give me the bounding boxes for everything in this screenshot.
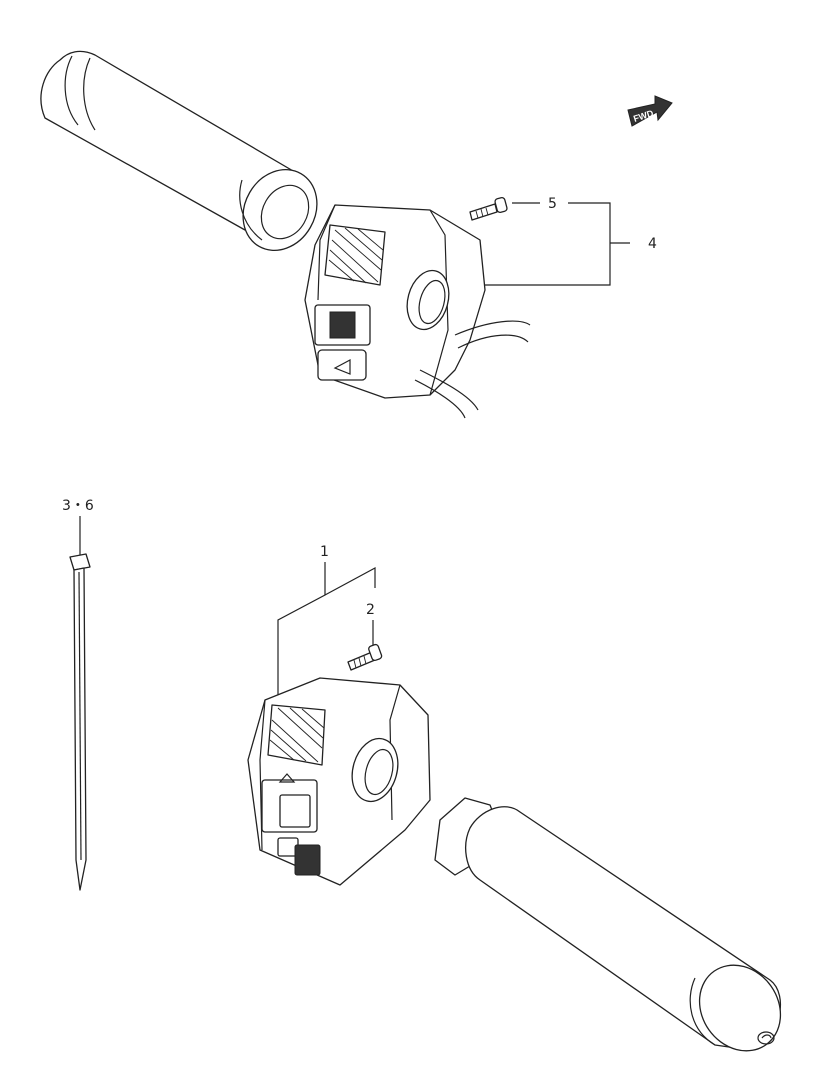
left-grip — [40, 50, 318, 252]
right-handle-switch-assembly — [247, 677, 431, 886]
callout-part-3-6: 3・6 — [62, 498, 94, 514]
callout-part-2: 2 — [366, 602, 375, 618]
fwd-arrow-icon: FWD — [627, 95, 673, 127]
callout-part-1: 1 — [320, 544, 329, 560]
left-handle-switch-assembly — [304, 204, 531, 419]
throttle-grip — [434, 797, 782, 1052]
screw-part-2 — [347, 643, 383, 671]
callout-part-5: 5 — [548, 196, 557, 212]
cable-tie: 3・6 — [62, 498, 94, 891]
callout-part-4: 4 — [648, 236, 657, 252]
screw-part-5 — [469, 196, 508, 221]
